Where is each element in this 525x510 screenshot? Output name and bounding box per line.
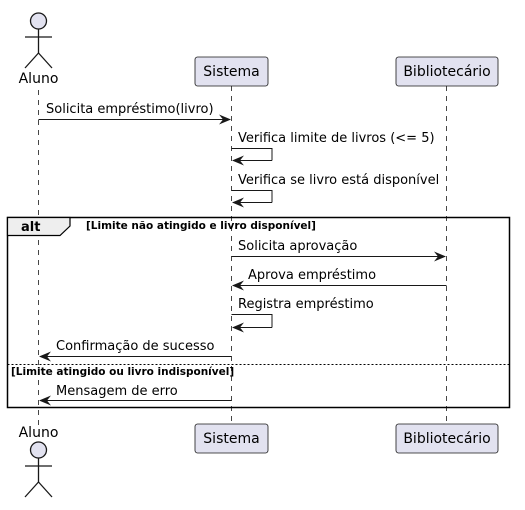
participant-sistema-top[interactable]: Sistema <box>194 56 269 87</box>
message-label: Confirmação de sucesso <box>56 339 214 354</box>
message-mensagem-erro[interactable]: Mensagem de erro <box>39 384 232 406</box>
message-aprova-emprestimo[interactable]: Aprova empréstimo <box>232 268 447 291</box>
message-label: Verifica limite de livros (<= 5) <box>238 131 435 146</box>
message-label: Solicita aprovação <box>238 239 357 254</box>
message-solicita-emprestimo[interactable]: Solicita empréstimo(livro) <box>38 102 231 125</box>
participant-label: Bibliotecário <box>403 431 490 447</box>
alt-guard-2: [Limite atingido ou livro indisponível] <box>11 366 234 378</box>
message-label: Solicita empréstimo(livro) <box>46 102 214 117</box>
message-verifica-limite[interactable]: Verifica limite de livros (<= 5) <box>231 131 435 166</box>
message-label: Registra empréstimo <box>238 297 374 312</box>
message-confirmacao-sucesso[interactable]: Confirmação de sucesso <box>39 339 232 362</box>
participant-label: Sistema <box>203 431 259 447</box>
participant-label: Aluno <box>19 71 59 87</box>
message-verifica-disponivel[interactable]: Verifica se livro está disponível <box>231 173 440 208</box>
actor-icon <box>24 441 53 498</box>
message-solicita-aprovacao[interactable]: Solicita aprovação <box>231 239 446 262</box>
alt-fragment: alt [Limite não atingido e livro disponí… <box>6 216 511 409</box>
participant-bibliotecario-bottom[interactable]: Bibliotecário <box>395 423 499 454</box>
actor-icon <box>24 12 53 69</box>
message-label: Verifica se livro está disponível <box>238 173 439 188</box>
participant-label: Aluno <box>19 425 59 441</box>
message-registra-emprestimo[interactable]: Registra empréstimo <box>231 297 374 333</box>
message-label: Mensagem de erro <box>56 384 178 399</box>
participant-sistema-bottom[interactable]: Sistema <box>194 423 269 454</box>
message-label: Aprova empréstimo <box>248 268 376 283</box>
alt-keyword: alt <box>21 220 40 235</box>
participant-bibliotecario-top[interactable]: Bibliotecário <box>395 56 499 87</box>
alt-fragment-tab <box>6 216 71 237</box>
alt-guard-1: [Limite não atingido e livro disponível] <box>86 220 316 232</box>
participant-label: Sistema <box>203 64 259 80</box>
participant-aluno-bottom[interactable]: Aluno <box>19 425 59 498</box>
participant-aluno-top[interactable]: Aluno <box>19 12 59 87</box>
participant-label: Bibliotecário <box>403 64 490 80</box>
